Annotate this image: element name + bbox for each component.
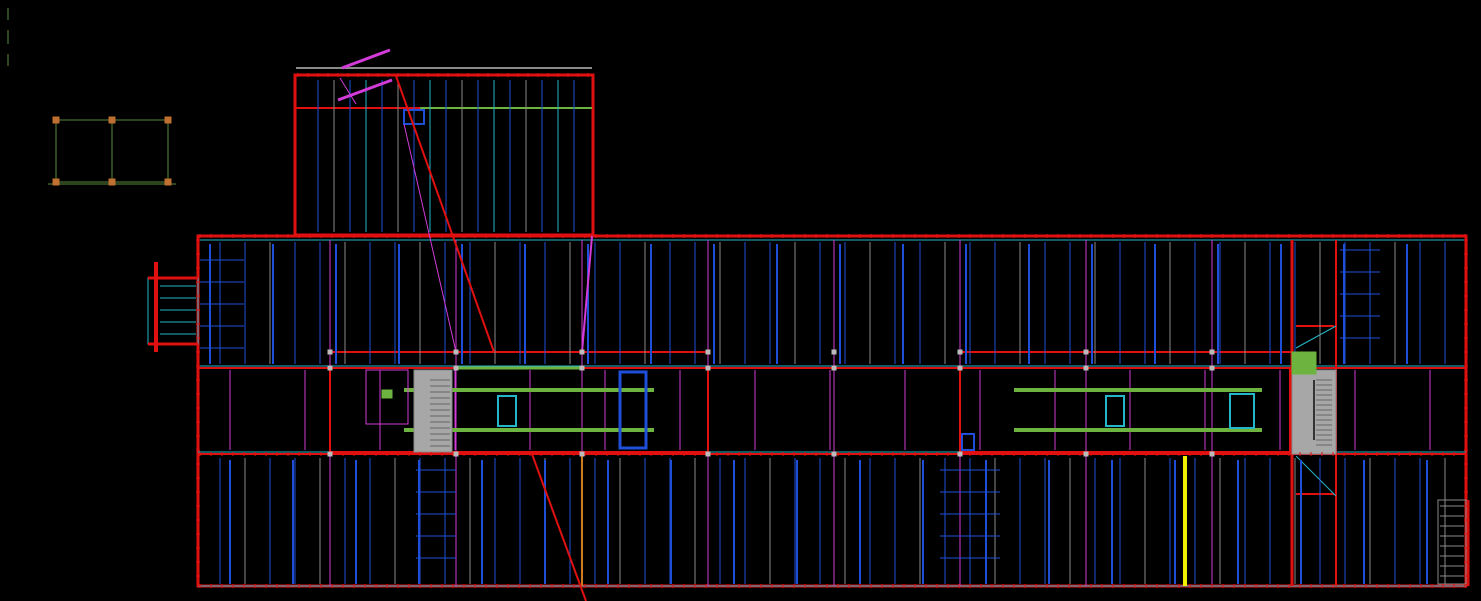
column-node [579, 349, 585, 355]
stair-left-fill [413, 369, 453, 453]
column-node [1083, 349, 1089, 355]
detail-frame-node [108, 178, 116, 186]
stair-right-landing [1291, 351, 1317, 375]
column-node [705, 349, 711, 355]
column-node [705, 451, 711, 457]
core-right-box [1105, 395, 1125, 427]
column-node [579, 451, 585, 457]
diagonal-brace [395, 75, 495, 353]
entrance-canopy [147, 262, 199, 352]
right-end-bay [1437, 499, 1467, 585]
column-node [1083, 365, 1089, 371]
diagonal-partition [581, 235, 593, 353]
core-left-marker [381, 389, 393, 399]
column-node [1209, 451, 1215, 457]
core-left-box [497, 395, 517, 427]
annex-roof-diagonal [339, 77, 357, 105]
column-node [453, 349, 459, 355]
detail-frame-node [52, 116, 60, 124]
column-node [957, 365, 963, 371]
column-node [327, 451, 333, 457]
column-node [831, 349, 837, 355]
stair-right [1291, 351, 1337, 455]
detail-frame-node [164, 178, 172, 186]
annex-roof-diagonal [337, 78, 393, 102]
column-node [579, 365, 585, 371]
core-left-room [365, 369, 409, 425]
diagonal-partition [403, 123, 457, 353]
stud-grid [200, 240, 1470, 586]
core-left-door [618, 370, 648, 450]
column-node [327, 349, 333, 355]
column-node [831, 365, 837, 371]
column-node [957, 349, 963, 355]
diagonal-members [395, 75, 593, 601]
annex-roof-diagonal [341, 48, 391, 70]
column-node [1209, 349, 1215, 355]
column-node [327, 365, 333, 371]
core-right-region [959, 367, 1291, 453]
column-node [453, 365, 459, 371]
core-right-door [1229, 393, 1255, 429]
detail-frame [48, 116, 176, 186]
core-right-outline [959, 367, 1291, 453]
column-node [957, 451, 963, 457]
right-core-diagonal [1295, 325, 1337, 349]
detail-frame-node [164, 116, 172, 124]
column-node [1209, 365, 1215, 371]
core-right-small-box [961, 433, 975, 451]
detail-frame-node [52, 178, 60, 186]
column-node [831, 451, 837, 457]
stair-left [413, 369, 453, 453]
right-core-diagonal [1295, 455, 1337, 497]
detail-frame-node [108, 116, 116, 124]
wall-tick-marks [196, 73, 1468, 588]
column-node [705, 365, 711, 371]
column-node [453, 451, 459, 457]
diagonal-brace [531, 453, 587, 601]
column-node [1083, 451, 1089, 457]
